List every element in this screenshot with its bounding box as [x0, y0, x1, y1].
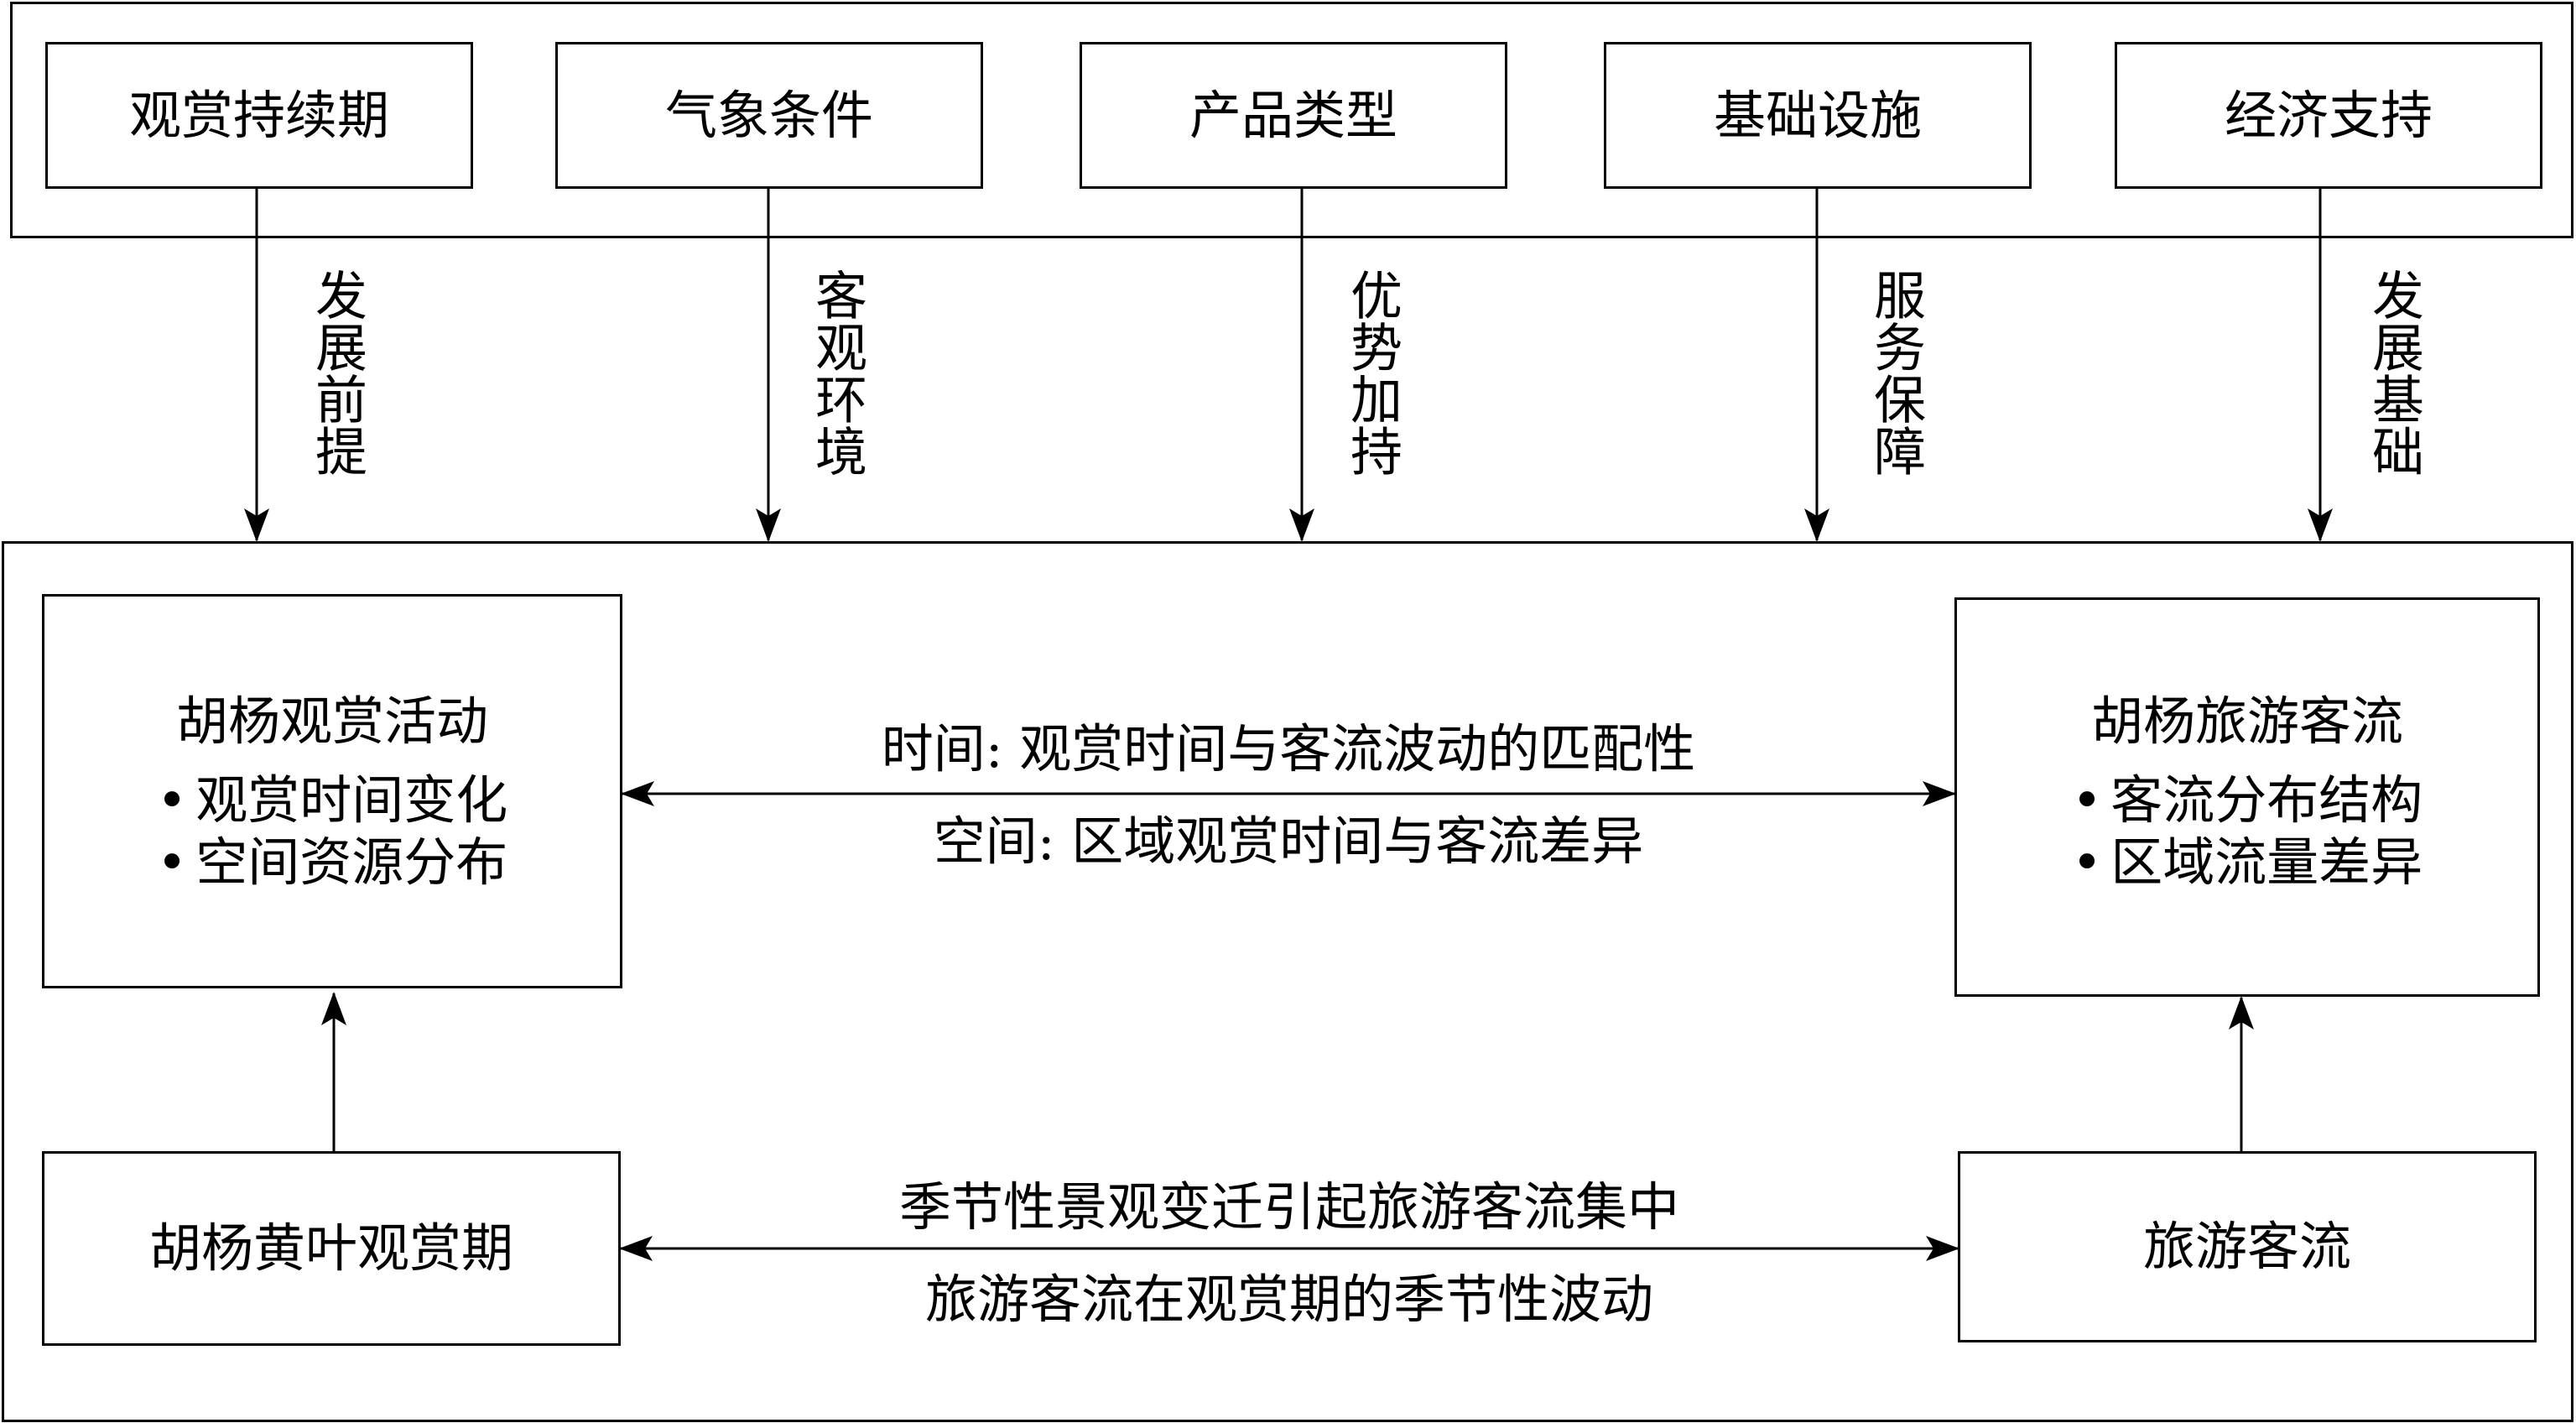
factor-box-5: 经济支持	[2115, 42, 2542, 189]
factor-label: 观赏持续期	[128, 84, 389, 146]
relation-label-4: 服务保障	[1865, 268, 1926, 477]
activity-bullet-2: •空间资源分布	[44, 831, 620, 894]
upper-link-bottom-text: 空间: 区域观赏时间与客流差异	[933, 811, 1644, 872]
activity-content: 胡杨观赏活动 •观赏时间变化 •空间资源分布	[44, 691, 620, 894]
bullet-text: 观赏时间变化	[195, 769, 508, 831]
flow-bullet-2: •区域流量差异	[1957, 831, 2537, 894]
flow-content: 胡杨旅游客流 •客流分布结构 •区域流量差异	[1957, 691, 2537, 894]
bullet-dot: •	[2071, 769, 2103, 831]
relation-label-2: 客观环境	[806, 268, 867, 477]
period-box: 胡杨黄叶观赏期	[42, 1151, 621, 1346]
factors-frame	[10, 2, 2573, 238]
relation-label-3: 优势加持	[1341, 268, 1402, 477]
relation-label-5: 发展基础	[2363, 268, 2424, 477]
upper-link-top-text: 时间: 观赏时间与客流波动的匹配性	[881, 718, 1696, 779]
factor-label: 经济支持	[2224, 84, 2433, 146]
bullet-text: 空间资源分布	[195, 831, 508, 893]
factor-box-3: 产品类型	[1080, 42, 1507, 189]
flow-title: 胡杨旅游客流	[2090, 691, 2403, 752]
lower-link-top-text: 季节性景观变迁引起旅游客流集中	[898, 1176, 1679, 1238]
upper-link-left-arrowhead	[621, 781, 654, 806]
factor-label: 气象条件	[664, 84, 873, 146]
factor-box-2: 气象条件	[555, 42, 983, 189]
flow-bullet-1: •客流分布结构	[1957, 769, 2537, 831]
activity-title: 胡杨观赏活动	[175, 691, 488, 752]
tourist-label: 旅游客流	[2142, 1216, 2351, 1277]
factor-box-4: 基础设施	[1604, 42, 2032, 189]
bullet-dot: •	[2071, 831, 2103, 893]
lower-link-left-arrowhead	[619, 1236, 653, 1261]
lower-link-bottom-text: 旅游客流在观赏期的季节性波动	[924, 1269, 1653, 1330]
factor-label: 产品类型	[1189, 84, 1397, 146]
bullet-dot: •	[156, 831, 188, 893]
bullet-text: 区域流量差异	[2110, 831, 2423, 893]
bullet-dot: •	[156, 769, 188, 831]
relation-label-1: 发展前提	[306, 268, 367, 477]
bullet-text: 客流分布结构	[2110, 769, 2423, 831]
factor-box-1: 观赏持续期	[45, 42, 473, 189]
activity-box: 胡杨观赏活动 •观赏时间变化 •空间资源分布	[42, 594, 622, 988]
activity-bullet-1: •观赏时间变化	[44, 769, 620, 831]
period-label: 胡杨黄叶观赏期	[148, 1217, 513, 1279]
tourist-box: 旅游客流	[1958, 1151, 2537, 1342]
factor-label: 基础设施	[1713, 84, 1922, 146]
flow-box: 胡杨旅游客流 •客流分布结构 •区域流量差异	[1954, 597, 2540, 997]
system-frame	[2, 541, 2573, 1422]
